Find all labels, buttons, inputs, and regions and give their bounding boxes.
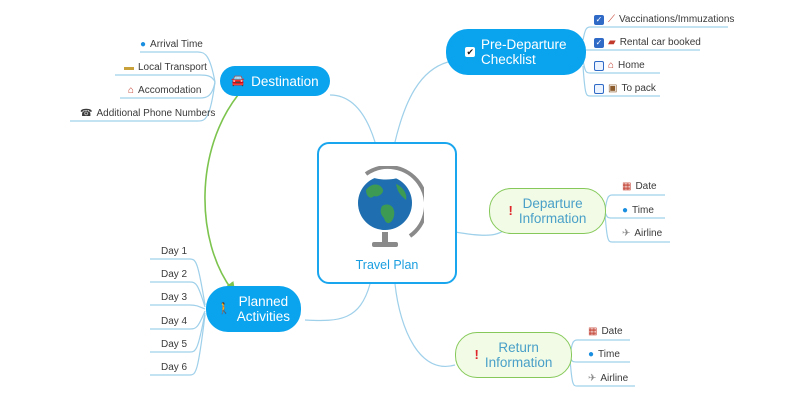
topic-return-information[interactable]: ! Return Information: [455, 332, 572, 378]
topic-planned-activities[interactable]: 🚶 Planned Activities: [206, 286, 301, 332]
calendar-icon: ▦: [588, 326, 598, 337]
syringe-icon: ⟋: [608, 14, 615, 25]
bus-icon: ▬: [124, 62, 134, 73]
clock-icon: ●: [622, 205, 629, 216]
topic-activities-label-line1: Planned: [238, 294, 289, 309]
central-topic-label: Travel Plan: [355, 258, 419, 272]
exclamation-icon: !: [508, 203, 513, 218]
topic-pre-departure-label-line2: Checklist: [481, 52, 536, 67]
subtopic-accomodation[interactable]: ⌂ Accomodation: [128, 85, 202, 96]
subtopic-local-transport[interactable]: ▬ Local Transport: [124, 62, 207, 73]
topic-return-label-line1: Return: [498, 340, 539, 355]
subtopic-day-6[interactable]: Day 6: [161, 362, 188, 373]
subtopic-day-5[interactable]: Day 5: [161, 339, 188, 350]
central-topic[interactable]: Travel Plan: [317, 142, 457, 284]
clock-icon: ●: [140, 39, 147, 50]
checked-checkbox-icon[interactable]: ✓: [594, 15, 604, 25]
hiker-icon: 🚶: [217, 303, 231, 315]
topic-return-label-line2: Information: [484, 355, 553, 370]
checked-checkbox-icon[interactable]: ✓: [594, 38, 604, 48]
car-icon: 🚘: [231, 75, 246, 87]
house-icon: ⌂: [128, 85, 135, 96]
subtopic-return-date[interactable]: ▦ Date: [588, 326, 623, 337]
phone-icon: ☎: [80, 108, 93, 119]
exclamation-icon: !: [474, 347, 479, 362]
airplane-icon: ✈: [588, 373, 597, 384]
topic-pre-departure-checklist[interactable]: ✔ Pre-Departure Checklist: [446, 29, 586, 75]
topic-departure-label-line1: Departure: [522, 196, 583, 211]
checkbox-icon: ✔: [465, 47, 475, 57]
subtopic-rental-car[interactable]: ✓ ▰ Rental car booked: [594, 37, 701, 48]
subtopic-departure-time[interactable]: ● Time: [622, 205, 654, 216]
house-icon: ⌂: [608, 60, 615, 71]
topic-destination[interactable]: 🚘 Destination: [220, 66, 330, 96]
unchecked-checkbox-icon[interactable]: [594, 61, 604, 71]
subtopic-day-1[interactable]: Day 1: [161, 246, 188, 257]
car-icon: ▰: [608, 37, 616, 48]
subtopic-day-4[interactable]: Day 4: [161, 316, 188, 327]
subtopic-to-pack[interactable]: ▣ To pack: [594, 82, 656, 96]
airplane-icon: ✈: [622, 228, 631, 239]
subtopic-vaccinations[interactable]: ✓ ⟋ Vaccinations/Immuzations: [594, 14, 735, 25]
subtopic-departure-date[interactable]: ▦ Date: [622, 181, 657, 192]
subtopic-home[interactable]: ⌂ Home: [594, 59, 645, 73]
bag-icon: ▣: [608, 83, 618, 94]
calendar-icon: ▦: [622, 181, 632, 192]
topic-activities-label-line2: Activities: [236, 309, 290, 324]
subtopic-arrival-time[interactable]: ● Arrival Time: [140, 39, 203, 50]
subtopic-departure-airline[interactable]: ✈ Airline: [622, 228, 663, 239]
relationship-arrow: [204, 94, 239, 296]
subtopic-return-airline[interactable]: ✈ Airline: [588, 373, 629, 384]
topic-departure-label-line2: Information: [518, 211, 587, 226]
subtopic-day-2[interactable]: Day 2: [161, 269, 188, 280]
subtopic-return-time[interactable]: ● Time: [588, 349, 620, 360]
globe-icon: [358, 166, 424, 247]
subtopic-day-3[interactable]: Day 3: [161, 292, 188, 303]
topic-departure-information[interactable]: ! Departure Information: [489, 188, 606, 234]
clock-icon: ●: [588, 349, 595, 360]
unchecked-checkbox-icon[interactable]: [594, 84, 604, 94]
topic-destination-label: Destination: [251, 73, 319, 89]
topic-pre-departure-label-line1: Pre-Departure: [481, 37, 567, 52]
subtopic-additional-phone-numbers[interactable]: ☎ Additional Phone Numbers: [80, 108, 216, 119]
